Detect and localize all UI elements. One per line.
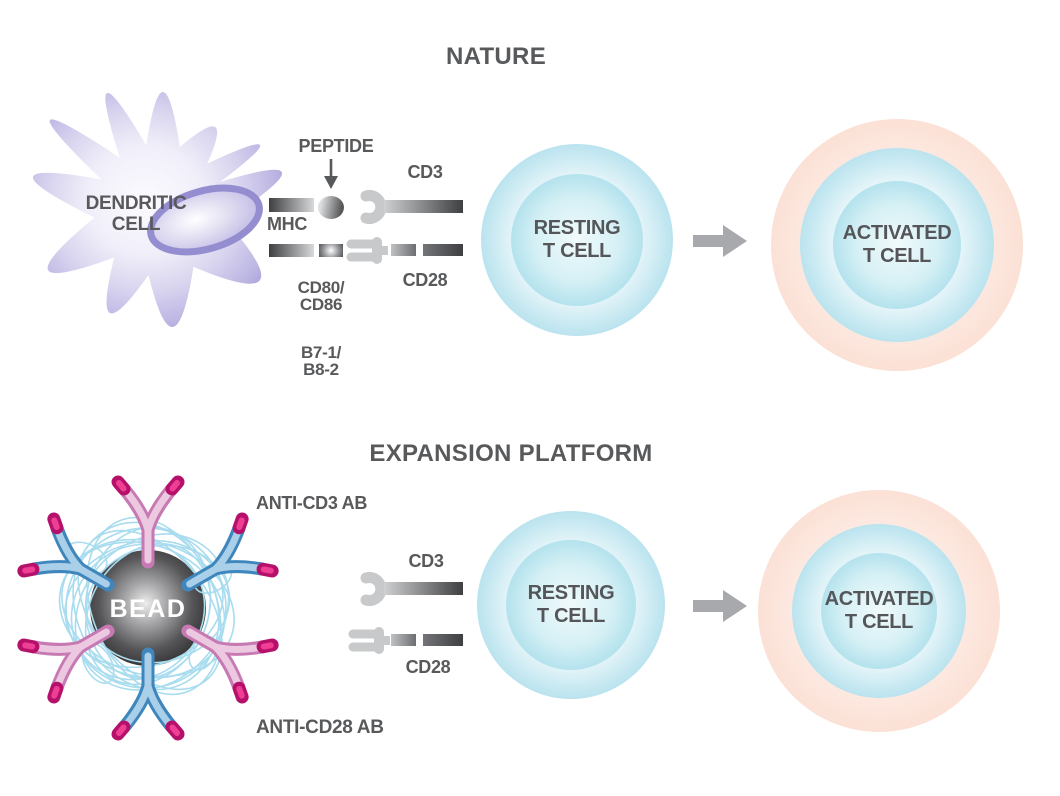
resting-t-cell-nature: RESTING T CELL [481,144,673,336]
resting-t-cell-expansion-label: RESTING T CELL [527,582,615,627]
cd28-bar-segment-2-expansion [423,634,463,646]
dendritic-cell-label: DENDRITIC CELL [85,193,187,235]
cd3-label-expansion: CD3 [408,551,444,571]
activated-t-cell-expansion-label: ACTIVATED T CELL [824,588,934,633]
resting-t-cell-nature-nucleus: RESTING T CELL [511,174,643,306]
cd28-label: CD28 [402,270,448,290]
dendritic-cell-graphic [32,91,283,328]
tcr-crescent-receptor-icon-expansion [360,572,387,606]
cd80-cd86-label: CD80/ CD86 [297,278,345,314]
bead-sphere [90,550,206,666]
activated-t-cell-nature-label: ACTIVATED T CELL [842,222,952,267]
dendritic-cell-body [32,91,283,328]
mhc-label: MHC [266,214,308,234]
activated-t-cell-expansion-cytoplasm: ACTIVATED T CELL [792,524,966,698]
b7-1-b8-2-label: B7-1/ B8-2 [300,343,342,379]
cd28-fork-receptor-icon-expansion [348,627,390,654]
right-arrow-icon-expansion [693,590,747,622]
tcr-crescent-receptor-icon [360,190,387,224]
anti-cd28-ab-label: ANTI-CD28 AB [256,717,384,738]
cd80-bar [269,244,314,257]
mhc-bar [269,198,314,212]
cd28-bar-segment-1-expansion [391,634,416,646]
cd3-bar [384,200,463,213]
bead-graphic: BEAD [8,438,298,768]
peptide-label: PEPTIDE [298,136,374,156]
cd28-fork-receptor-icon [346,237,388,264]
activated-t-cell-expansion: ACTIVATED T CELL [758,490,1000,732]
peptide-molecule [318,196,344,219]
anti-cd3-ab-label: ANTI-CD3 AB [256,493,368,513]
activated-t-cell-nature-nucleus: ACTIVATED T CELL [833,181,961,309]
cd28-bar-segment-2 [423,244,463,256]
right-arrow-icon-nature [693,225,747,257]
dendritic-nucleus [147,184,263,256]
activated-t-cell-nature-cytoplasm: ACTIVATED T CELL [800,148,994,342]
cd3-label: CD3 [407,162,443,182]
b7-ligand [319,244,343,257]
resting-t-cell-expansion: RESTING T CELL [477,511,665,699]
resting-t-cell-nature-label: RESTING T CELL [533,217,621,262]
activated-t-cell-expansion-nucleus: ACTIVATED T CELL [821,553,937,669]
section-title-expansion: EXPANSION PLATFORM [369,440,653,467]
activated-t-cell-nature: ACTIVATED T CELL [771,119,1023,371]
cd28-bar-segment-1 [391,244,416,256]
peptide-down-arrow-icon [324,159,338,189]
bead-label: BEAD [110,595,187,623]
cd28-label-expansion: CD28 [405,657,451,677]
resting-t-cell-expansion-nucleus: RESTING T CELL [506,540,636,670]
section-title-nature: NATURE [445,43,546,70]
cd3-bar-expansion [384,582,463,595]
